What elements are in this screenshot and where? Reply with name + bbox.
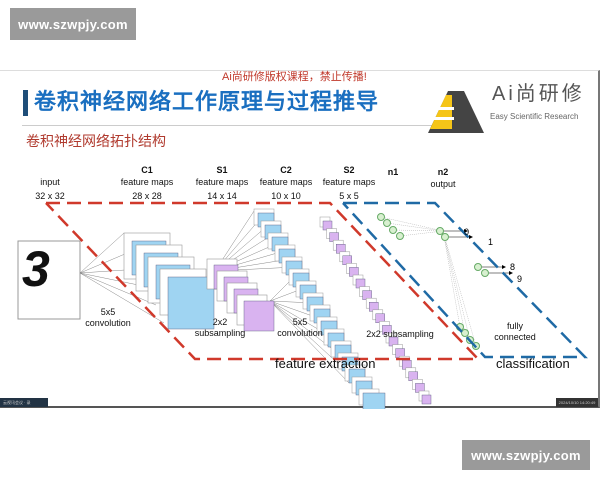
c2-feature-map — [362, 392, 386, 409]
taskbar-clock: 2024/10/10 14:20:49 — [556, 398, 598, 407]
copyright-notice: Ai尚研修版权课程，禁止传播! — [222, 71, 367, 83]
layer-desc-n2: output — [430, 179, 456, 189]
layer-name-n2: n2 — [437, 167, 449, 177]
layer-desc-s1: feature maps — [195, 177, 249, 187]
fc-connection — [380, 216, 444, 232]
neuron-n2 — [474, 263, 482, 271]
layer-name-s2: S2 — [343, 165, 355, 175]
classification-region — [342, 201, 588, 359]
watermark-bottom: www.szwpjy.com — [462, 440, 590, 470]
slide-title: 卷积神经网络工作原理与过程推导 — [34, 89, 380, 114]
input-image — [17, 240, 81, 320]
section-classification: classification — [496, 356, 570, 371]
divider — [22, 125, 472, 126]
cnn-diagram — [17, 201, 588, 409]
layer-desc-c1: feature maps — [120, 177, 174, 187]
output-8: 8 — [510, 262, 516, 272]
fc-connection — [442, 230, 461, 328]
arrow-head-icon — [469, 235, 473, 239]
watermark-top: www.szwpjy.com — [10, 8, 136, 40]
neuron-n1 — [377, 213, 385, 221]
output-1: 1 — [488, 237, 494, 247]
fc-connection — [399, 230, 444, 237]
layer-name-s1: S1 — [216, 165, 228, 175]
layer-size-s1: 14 x 14 — [207, 191, 237, 201]
arrow-head-icon — [502, 265, 506, 269]
op-sub2: 2x2 subsampling — [366, 329, 434, 339]
fc-connection — [442, 230, 471, 341]
neuron-n2 — [436, 227, 444, 235]
taskbar-left[interactable]: 云视讯会议 · 录 — [0, 398, 48, 407]
neuron-n2 — [481, 269, 489, 277]
connection-line — [79, 272, 157, 306]
layer-size-s2: 5 x 5 — [339, 191, 359, 201]
layer-desc-c2: feature maps — [259, 177, 313, 187]
fc-connection — [392, 229, 444, 232]
op-conv1: 5x5 convolution — [85, 307, 131, 328]
slide: Ai尚研修版权课程，禁止传播! 卷积神经网络工作原理与过程推导 卷积神经网络拓扑… — [0, 70, 600, 409]
feature-extraction-region — [45, 201, 481, 361]
slide-subtitle: 卷积神经网络拓扑结构 — [26, 134, 166, 150]
fc-connection — [386, 222, 444, 232]
connection-line — [269, 300, 350, 384]
neuron-n1 — [461, 329, 469, 337]
layer-name-c2: C2 — [280, 165, 292, 175]
brand-tagline: Easy Scientific Research — [490, 112, 579, 121]
section-feature-extraction: feature extraction — [275, 356, 376, 371]
connection-line — [79, 250, 133, 274]
neuron-n1 — [389, 226, 397, 234]
connection-line — [269, 300, 343, 368]
fc-connection — [442, 230, 466, 334]
c1-feature-map — [167, 276, 215, 330]
op-sub1: 2x2 subsampling — [194, 317, 246, 338]
arrow-head-icon — [509, 271, 513, 275]
output-9: 9 — [517, 274, 523, 284]
layer-name-input: input — [40, 177, 60, 187]
neuron-n1 — [383, 219, 391, 227]
arrow-head-icon — [464, 229, 468, 233]
connection-line — [79, 232, 125, 274]
neuron-n1 — [396, 232, 404, 240]
op-fc: fully connected — [494, 321, 536, 342]
brand-name: Ai尚研修 — [492, 83, 585, 105]
title-bar-accent — [23, 90, 28, 116]
s1-feature-map — [243, 300, 275, 332]
input-digit: 3 — [22, 241, 50, 297]
s2-feature-map — [421, 394, 432, 405]
layer-size-c2: 10 x 10 — [271, 191, 301, 201]
neuron-n2 — [441, 233, 449, 241]
brand-logo-icon — [428, 91, 484, 133]
layer-size-c1: 28 x 28 — [132, 191, 162, 201]
layer-desc-s2: feature maps — [322, 177, 376, 187]
layer-name-n1: n1 — [387, 167, 399, 177]
output-0: 0 — [464, 227, 470, 237]
layer-size-input: 32 x 32 — [35, 191, 65, 201]
layer-name-c1: C1 — [141, 165, 153, 175]
op-conv2: 5x5 convolution — [277, 317, 323, 338]
connection-line — [79, 272, 165, 324]
